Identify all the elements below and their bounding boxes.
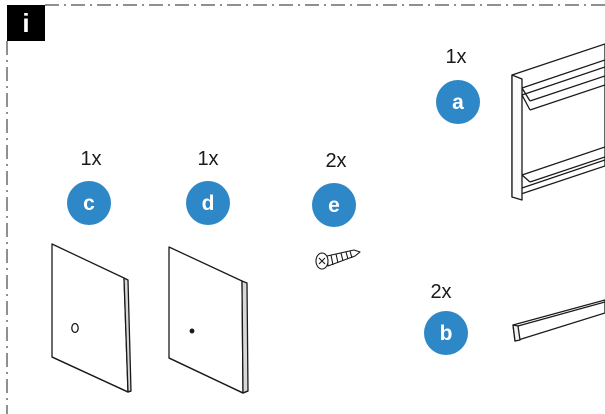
info-badge: i bbox=[7, 5, 45, 41]
part-b-quantity: 2x bbox=[430, 281, 452, 303]
part-e-badge: e bbox=[312, 183, 356, 227]
part-e-quantity: 2x bbox=[325, 150, 347, 172]
part-d-quantity: 1x bbox=[197, 148, 219, 170]
part-c-badge: c bbox=[67, 181, 111, 225]
part-d-badge: d bbox=[186, 181, 230, 225]
part-a-badge: a bbox=[436, 80, 480, 124]
part-b-badge: b bbox=[424, 311, 468, 355]
part-c-quantity: 1x bbox=[80, 148, 102, 170]
part-a-quantity: 1x bbox=[445, 46, 467, 68]
